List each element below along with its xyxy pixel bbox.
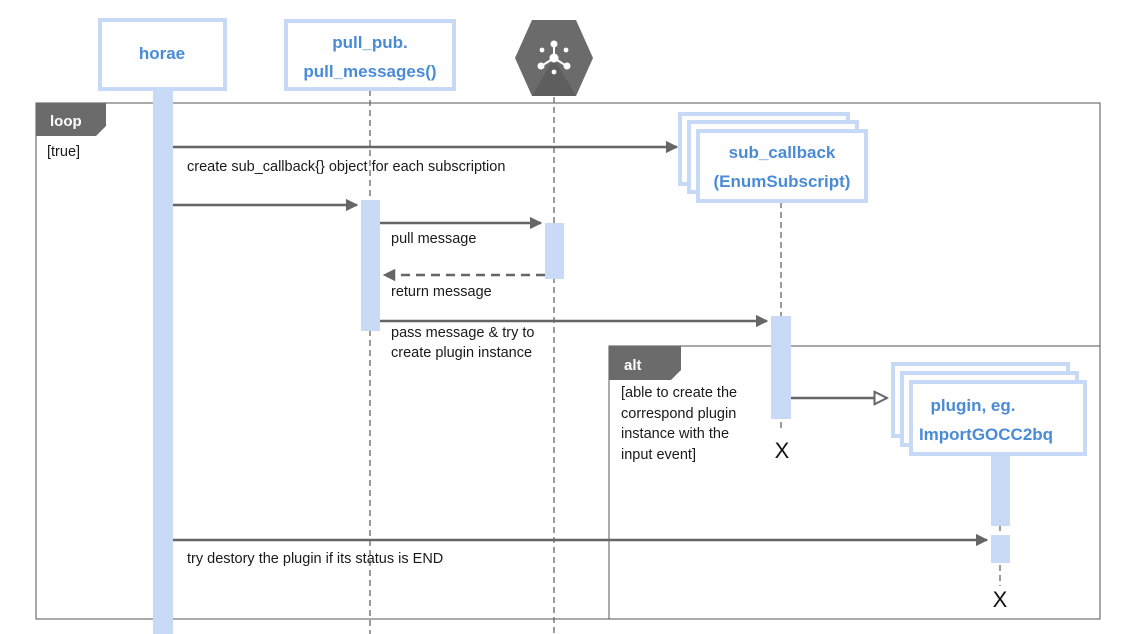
participant-plugin-line-1: plugin, eg.: [931, 396, 1016, 415]
alt-frame-tag: [609, 346, 681, 380]
participant-pull-pub-line-1: pull_pub.: [332, 33, 408, 52]
alt-guard-line-4: input event]: [621, 447, 696, 463]
loop-frame-tag: [36, 103, 106, 136]
message-pass-label-line-1: pass message & try to: [391, 325, 534, 341]
alt-frame: alt [able to create the correspond plugi…: [608, 345, 1101, 620]
message-destroy-plugin: try destory the plugin if its status is …: [173, 533, 989, 567]
plugin-destroy-mark: X: [993, 587, 1008, 612]
message-pass: pass message & try to create plugin inst…: [380, 314, 769, 361]
participant-pull-pub: pull_pub. pull_messages(): [284, 19, 456, 91]
alt-guard-line-3: instance with the: [621, 426, 729, 442]
plugin-activation-upper: [991, 455, 1010, 526]
pubsub-activation: [545, 223, 564, 279]
message-destroy-plugin-label: try destory the plugin if its status is …: [187, 551, 443, 567]
pull-pub-activation: [361, 200, 380, 331]
participant-horae-label: horae: [139, 44, 185, 63]
alt-guard-line-2: correspond plugin: [621, 406, 736, 422]
message-pull: pull message: [380, 216, 543, 247]
participant-plugin: plugin, eg. ImportGOCC2bq: [891, 362, 1087, 456]
participant-sub-callback-line-1: sub_callback: [729, 143, 836, 162]
sub-callback-activation: [771, 316, 791, 419]
participant-sub-callback-line-2: (EnumSubscript): [714, 172, 851, 191]
message-create-callback-label: create sub_callback{} object for each su…: [187, 159, 505, 175]
message-create-callback: create sub_callback{} object for each su…: [173, 140, 679, 175]
pubsub-hexagon-icon: [515, 20, 593, 96]
participant-pull-pub-line-2: pull_messages(): [303, 62, 436, 81]
message-pull-label: pull message: [391, 231, 476, 247]
message-return: return message: [382, 268, 545, 300]
participant-horae: horae: [98, 18, 227, 91]
plugin-activation-lower: [991, 535, 1010, 563]
participant-sub-callback: sub_callback (EnumSubscript): [678, 112, 868, 203]
participant-plugin-line-2: ImportGOCC2bq: [919, 425, 1053, 444]
message-pass-label-line-2: create plugin instance: [391, 345, 532, 361]
message-return-label: return message: [391, 284, 492, 300]
horae-activation: [153, 90, 173, 634]
loop-frame: loop [true]: [35, 102, 1101, 620]
alt-frame-label: alt: [624, 357, 642, 374]
sub-callback-destroy-mark: X: [775, 438, 790, 463]
alt-guard-line-1: [able to create the: [621, 385, 737, 401]
loop-frame-label: loop: [50, 113, 82, 130]
loop-guard: [true]: [47, 144, 80, 160]
